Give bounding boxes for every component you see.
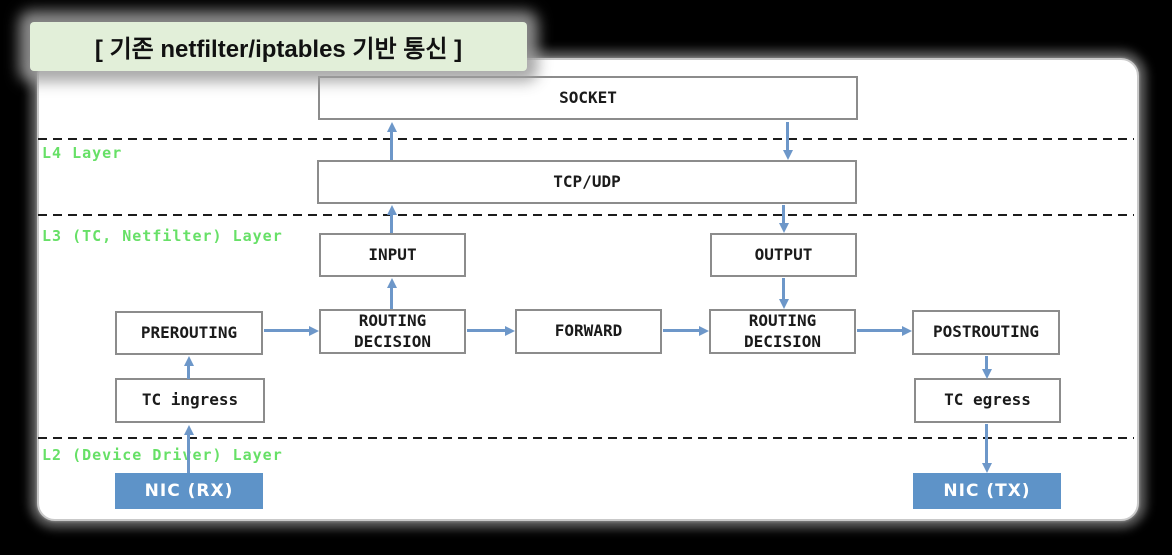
arrow-prerouting-to-routing-decision bbox=[264, 325, 319, 336]
arrow-tcp-udp-to-socket bbox=[386, 122, 397, 160]
arrow-input-to-tcp-udp bbox=[386, 205, 397, 233]
node-forward: FORWARD bbox=[515, 309, 662, 354]
node-output: OUTPUT bbox=[710, 233, 857, 277]
arrow-tc-egress-to-nic-tx bbox=[981, 424, 992, 473]
node-input-label: INPUT bbox=[368, 244, 417, 264]
arrowhead-right-icon bbox=[505, 325, 515, 336]
arrow-routing-decision-to-postrouting bbox=[857, 325, 912, 336]
node-tcp-udp: TCP/UDP bbox=[317, 160, 857, 204]
arrowhead-down-icon bbox=[778, 299, 789, 309]
node-prerouting-label: PREROUTING bbox=[140, 322, 238, 342]
node-input: INPUT bbox=[319, 233, 466, 277]
diagram-panel bbox=[37, 58, 1139, 521]
layer-divider-l4 bbox=[38, 138, 1134, 140]
arrowhead-up-icon bbox=[183, 425, 194, 435]
arrowhead-right-icon bbox=[309, 325, 319, 336]
node-routing-decision-left-label: ROUTING DECISION bbox=[353, 310, 432, 351]
arrow-forward-to-routing-decision bbox=[663, 325, 709, 336]
node-prerouting: PREROUTING bbox=[115, 311, 263, 355]
arrow-output-to-routing-decision bbox=[778, 278, 789, 309]
arrowhead-up-icon bbox=[183, 356, 194, 366]
layer-label-l4: L4 Layer bbox=[42, 144, 123, 162]
node-tcp-udp-label: TCP/UDP bbox=[553, 171, 621, 191]
arrow-nic-rx-to-tc-ingress bbox=[183, 425, 194, 473]
node-forward-label: FORWARD bbox=[554, 321, 623, 341]
layer-label-l2: L2 (Device Driver) Layer bbox=[42, 446, 283, 464]
arrow-postrouting-to-tc-egress bbox=[981, 356, 992, 379]
arrow-tcp-udp-to-output bbox=[778, 205, 789, 233]
arrowhead-right-icon bbox=[699, 325, 709, 336]
node-tc-ingress-label: TC ingress bbox=[141, 390, 239, 410]
node-nic-tx: NIC (TX) bbox=[913, 473, 1061, 509]
arrowhead-up-icon bbox=[386, 205, 397, 215]
arrow-routing-decision-to-forward bbox=[467, 325, 515, 336]
node-routing-decision-right: ROUTING DECISION bbox=[709, 309, 856, 354]
arrowhead-down-icon bbox=[778, 223, 789, 233]
node-socket: SOCKET bbox=[318, 76, 858, 120]
node-tc-egress: TC egress bbox=[914, 378, 1061, 423]
node-postrouting: POSTROUTING bbox=[912, 310, 1060, 355]
node-tc-ingress: TC ingress bbox=[115, 378, 265, 423]
arrowhead-up-icon bbox=[386, 122, 397, 132]
layer-divider-l2 bbox=[38, 437, 1134, 439]
node-nic-rx: NIC (RX) bbox=[115, 473, 263, 509]
node-routing-decision-left: ROUTING DECISION bbox=[319, 309, 466, 354]
arrowhead-up-icon bbox=[386, 278, 397, 288]
layer-divider-l3 bbox=[38, 214, 1134, 216]
node-routing-decision-right-label: ROUTING DECISION bbox=[743, 310, 822, 351]
layer-label-l3: L3 (TC, Netfilter) Layer bbox=[42, 227, 283, 245]
arrow-socket-to-tcp-udp bbox=[782, 122, 793, 160]
arrowhead-right-icon bbox=[902, 325, 912, 336]
arrow-routing-decision-to-input bbox=[386, 278, 397, 309]
arrowhead-down-icon bbox=[782, 150, 793, 160]
arrowhead-down-icon bbox=[981, 463, 992, 473]
node-tc-egress-label: TC egress bbox=[944, 390, 1031, 410]
node-socket-label: SOCKET bbox=[559, 87, 617, 107]
arrowhead-down-icon bbox=[981, 369, 992, 379]
node-nic-tx-label: NIC (TX) bbox=[943, 480, 1031, 501]
node-postrouting-label: POSTROUTING bbox=[933, 322, 1039, 342]
node-nic-rx-label: NIC (RX) bbox=[144, 480, 234, 501]
diagram-title: [ 기존 netfilter/iptables 기반 통신 ] bbox=[30, 22, 527, 71]
node-output-label: OUTPUT bbox=[754, 244, 813, 264]
arrow-tc-ingress-to-prerouting bbox=[183, 356, 194, 379]
